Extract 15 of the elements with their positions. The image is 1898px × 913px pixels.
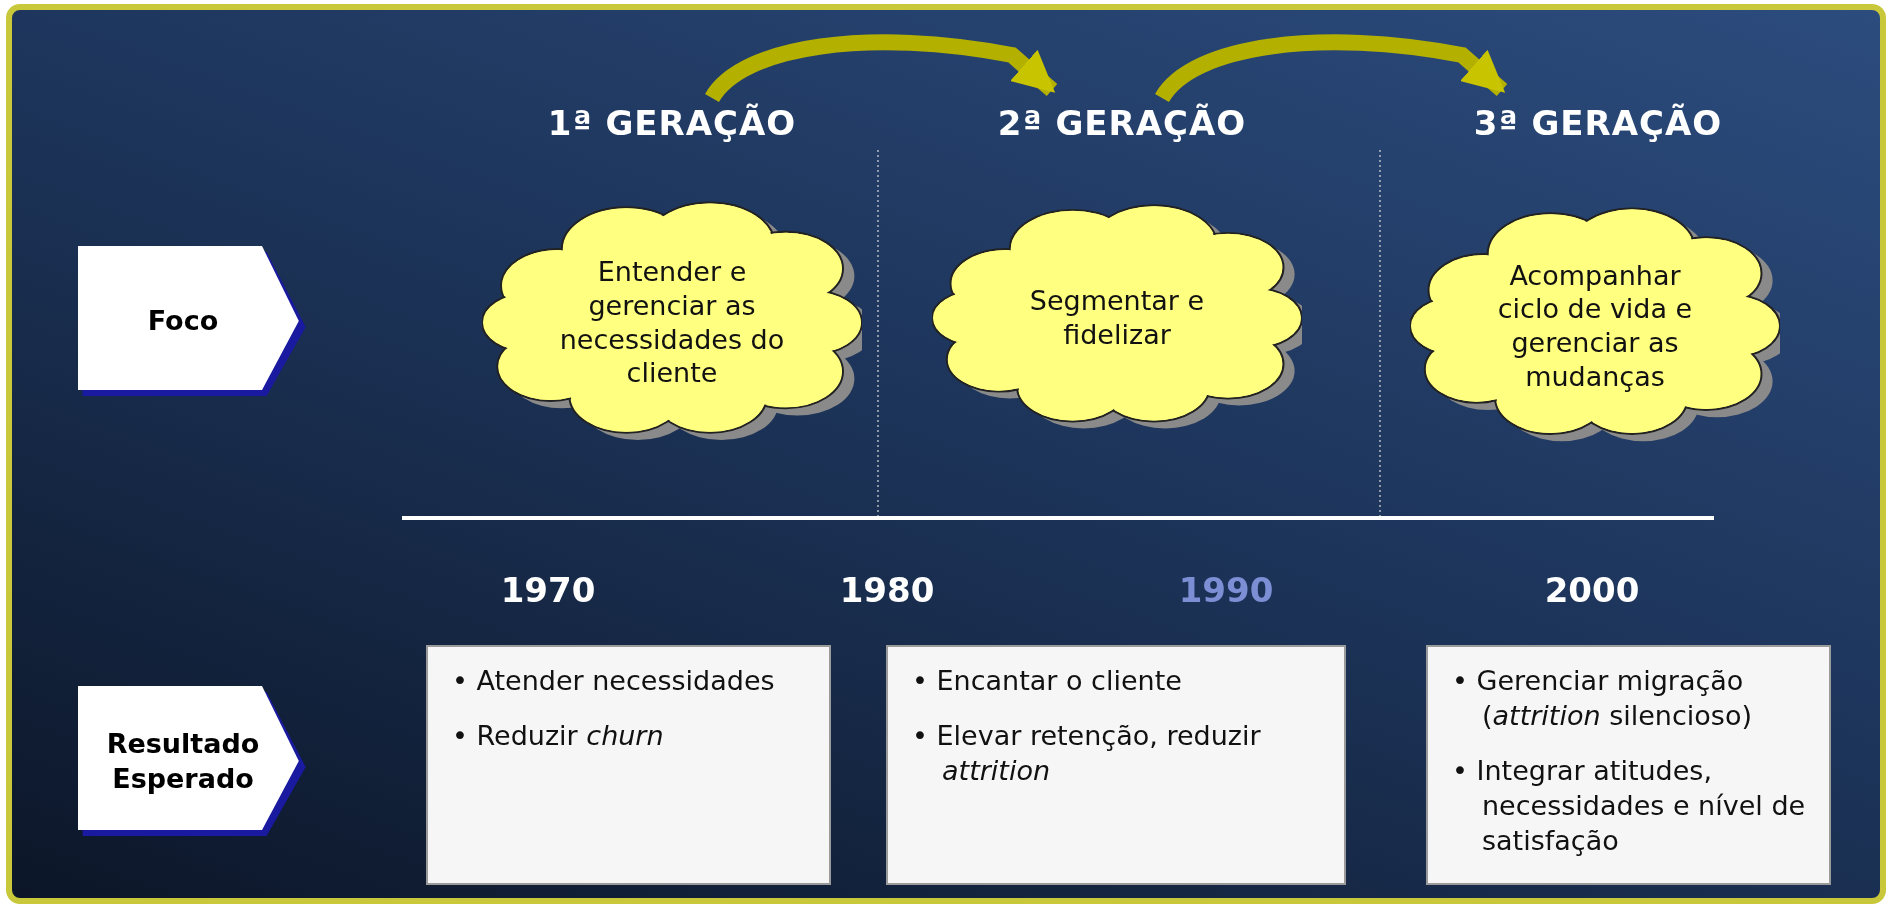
bullet-item: • Elevar retenção, reduzir attrition	[912, 719, 1262, 789]
year-label: 1990	[1177, 570, 1275, 610]
bullet-item: • Reduzir churn	[452, 719, 665, 754]
row-label: Resultado Esperado	[105, 726, 261, 796]
bullet-item: • Encantar o cliente	[912, 664, 1183, 698]
year-label: 1980	[838, 570, 936, 610]
year-label: 1970	[499, 570, 597, 610]
cloud-text: Segmentar e fidelizar	[1028, 284, 1206, 352]
cloud-text: Acompanhar ciclo de vida e gerenciar as mudanças	[1496, 258, 1694, 394]
row-label: Foco	[147, 304, 219, 339]
bullet-item: • Atender necessidades	[452, 664, 775, 698]
cloud-text: Entender e gerenciar as necessidades do cliente	[558, 255, 786, 390]
bullet-item: • Integrar atitudes, necessidades e nível de satisfação	[1452, 754, 1807, 859]
bullet-item: • Gerenciar migração (attrition silencioso)	[1452, 664, 1753, 734]
year-label: 2000	[1543, 570, 1641, 610]
